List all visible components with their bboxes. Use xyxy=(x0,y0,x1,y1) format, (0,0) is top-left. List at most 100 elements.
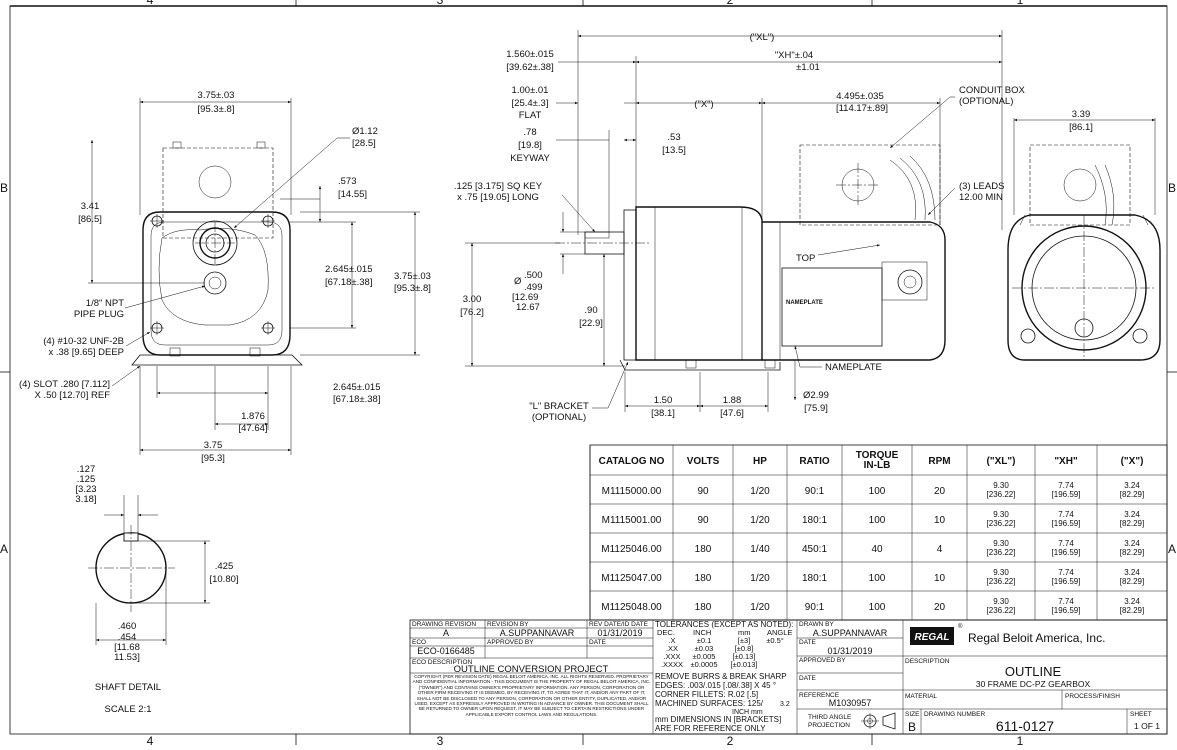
tb-dims-note-2: ARE FOR REFERENCE ONLY xyxy=(655,724,766,733)
side-300-dim-mm: [76.2] xyxy=(460,307,484,318)
side-leads-label-2: 12.00 MIN xyxy=(959,192,1003,203)
title-block: DRAWING REVISION A REVISION BY A.SUPPANN… xyxy=(409,619,1168,735)
shaft-right-a: .425 xyxy=(215,561,234,572)
tol-cell: ±0.0005 xyxy=(690,660,717,669)
table-header-cell: ("XL") xyxy=(987,456,1016,467)
front-573-dim: .573 xyxy=(338,176,357,187)
zone-top-4: 4 xyxy=(147,0,154,7)
front-375-bottom-dim: 3.75 xyxy=(204,440,223,451)
front-width-dim-mm: [95.3±.8] xyxy=(198,104,235,115)
table-cell: 180 xyxy=(695,602,712,613)
table-cell: 1/40 xyxy=(750,544,770,555)
side-xh-metric: ±1.01 xyxy=(796,62,820,73)
side-nameplate-leader: NAMEPLATE xyxy=(825,362,882,373)
table-header-cell: RATIO xyxy=(799,456,830,467)
side-key-label-2: x .75 [19.05] LONG xyxy=(457,192,539,203)
table-cell: 3.24 xyxy=(1124,539,1140,548)
table-cell: 180 xyxy=(695,544,712,555)
table-header-cell: CATALOG NO xyxy=(599,456,665,467)
side-x-dim: ("X") xyxy=(694,99,713,110)
side-300-dim: 3.00 xyxy=(463,294,482,305)
side-nameplate-tag: NAMEPLATE xyxy=(786,300,823,306)
slot-label-2: X .50 [12.70] REF xyxy=(34,390,110,401)
side-conduit-label-1: CONDUIT BOX xyxy=(959,85,1025,96)
table-cell: 100 xyxy=(869,486,886,497)
tol-cell: ±0.03 xyxy=(695,644,714,653)
zone-top-3: 3 xyxy=(437,0,444,7)
side-bracket-label-2: (OPTIONAL) xyxy=(532,412,586,423)
side-shaft-dia-a: .500 xyxy=(524,270,543,281)
tb-approved-by2-label: APPROVED BY xyxy=(799,657,846,664)
front-motor-hidden-outline xyxy=(162,147,274,239)
tb-date2-label: DATE xyxy=(799,675,817,682)
table-cell: M1125048.00 xyxy=(601,602,662,613)
table-cell: M1115001.00 xyxy=(602,515,662,526)
tb-projection-1: THIRD ANGLE xyxy=(808,714,852,721)
table-cell: [82.29] xyxy=(1120,577,1144,586)
shaft-top-b: .125 xyxy=(77,474,96,485)
zone-bottom-3: 3 xyxy=(437,734,444,745)
table-cell: 3.24 xyxy=(1124,510,1140,519)
tb-size: B xyxy=(908,720,916,734)
tb-drawing-revision-label: DRAWING REVISION xyxy=(412,621,476,628)
side-leads-label-1: (3) LEADS xyxy=(959,181,1004,192)
table-cell: 180 xyxy=(695,573,712,584)
tb-date-label: DATE xyxy=(589,639,607,646)
tb-drawn-by: A.SUPPANNAVAR xyxy=(813,628,888,638)
side-view: NAMEPLATE ("XL") "XH"±.04 ±1.01 ("X") 4.… xyxy=(454,30,1025,423)
tb-company: Regal Beloit America, Inc. xyxy=(968,631,1105,645)
side-flat-label: FLAT xyxy=(519,110,542,121)
tb-process-label: PROCESS/FINISH xyxy=(1065,693,1120,700)
tb-drawn-date-label: DATE xyxy=(799,639,817,646)
tap-label-2: x .38 [9.65] DEEP xyxy=(48,347,124,358)
side-188-dim-mm: [47.6] xyxy=(720,408,744,419)
tb-eco-desc-label: ECO DESCRIPTION xyxy=(412,659,473,666)
tol-cell: .X xyxy=(668,636,675,645)
table-header-cell: "XH" xyxy=(1054,456,1078,467)
front-2645-bottom-dim-mm: [67.18±.38] xyxy=(333,394,380,405)
end-motor-housing xyxy=(1007,214,1161,361)
tol-cell: .XX xyxy=(666,644,678,653)
table-cell: M1125046.00 xyxy=(601,544,662,555)
front-2645-bottom-dim: 2.645±.015 xyxy=(333,382,380,393)
table-cell: M1125047.00 xyxy=(601,573,662,584)
tb-eco-label: ECO xyxy=(412,639,426,646)
tb-surfaces-unit: INCH mm xyxy=(732,709,763,716)
front-pipe-plug xyxy=(203,271,227,295)
table-cell: [236.22] xyxy=(987,548,1016,557)
tb-drawing-number: 611-0127 xyxy=(996,718,1054,734)
svg-text:®: ® xyxy=(958,623,963,630)
table-cell: 180:1 xyxy=(802,515,827,526)
regal-logo-text: REGAL xyxy=(915,632,950,643)
table-cell: 90 xyxy=(697,515,709,526)
table-cell: 10 xyxy=(934,515,946,526)
tb-tol-dec: DEC. xyxy=(657,628,675,637)
tb-rev-date-label: REV DATE/ID DATE xyxy=(589,621,649,628)
table-cell: 9.30 xyxy=(993,597,1009,606)
tb-drawn-date: 01/31/2019 xyxy=(827,646,872,656)
side-4495-dim: 4.495±.035 xyxy=(836,91,883,102)
table-cell: [196.59] xyxy=(1052,548,1081,557)
table-cell: 9.30 xyxy=(993,481,1009,490)
front-341-dim-mm: [86.5] xyxy=(78,214,102,225)
table-cell: 1/20 xyxy=(750,515,770,526)
shaft-top-mm-b: 3.18] xyxy=(75,494,96,505)
side-1560-dim: 1.560±.015 xyxy=(506,49,553,60)
side-100-dim: 1.00±.01 xyxy=(512,85,549,96)
tol-cell: ±0.005 xyxy=(693,652,716,661)
table-header-cell: RPM xyxy=(928,456,950,467)
side-90-dim-mm: [22.9] xyxy=(579,318,603,329)
table-cell: 3.24 xyxy=(1124,568,1140,577)
front-top-screws xyxy=(172,141,266,149)
table-cell: 450:1 xyxy=(802,544,827,555)
slot-label-1: (4) SLOT .280 [7.112] xyxy=(19,379,110,390)
side-299-dim: Ø2.99 xyxy=(803,390,829,401)
tb-reference-label: REFERENCE xyxy=(799,692,840,699)
table-cell: 20 xyxy=(934,486,946,497)
table-cell: 7.74 xyxy=(1058,539,1074,548)
shaft-detail: .127 .125 [3.23 3.18] .425 [10.80] .460 … xyxy=(75,464,238,715)
side-key xyxy=(584,231,610,239)
front-width-dim: 3.75±.03 xyxy=(198,90,235,101)
table-cell: [196.59] xyxy=(1052,577,1081,586)
